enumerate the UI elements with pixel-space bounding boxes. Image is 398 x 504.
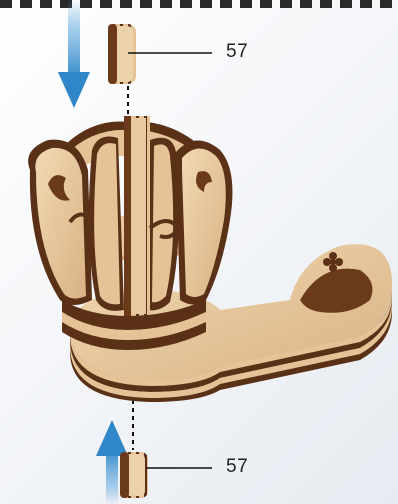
part-number-label-bottom: 57 <box>226 456 248 478</box>
part-number-label-top: 57 <box>226 41 248 63</box>
peg-part-bottom <box>120 452 148 498</box>
crown-assembly <box>28 116 232 350</box>
peg-part-top <box>108 24 136 84</box>
arrow-down-icon <box>58 0 90 108</box>
